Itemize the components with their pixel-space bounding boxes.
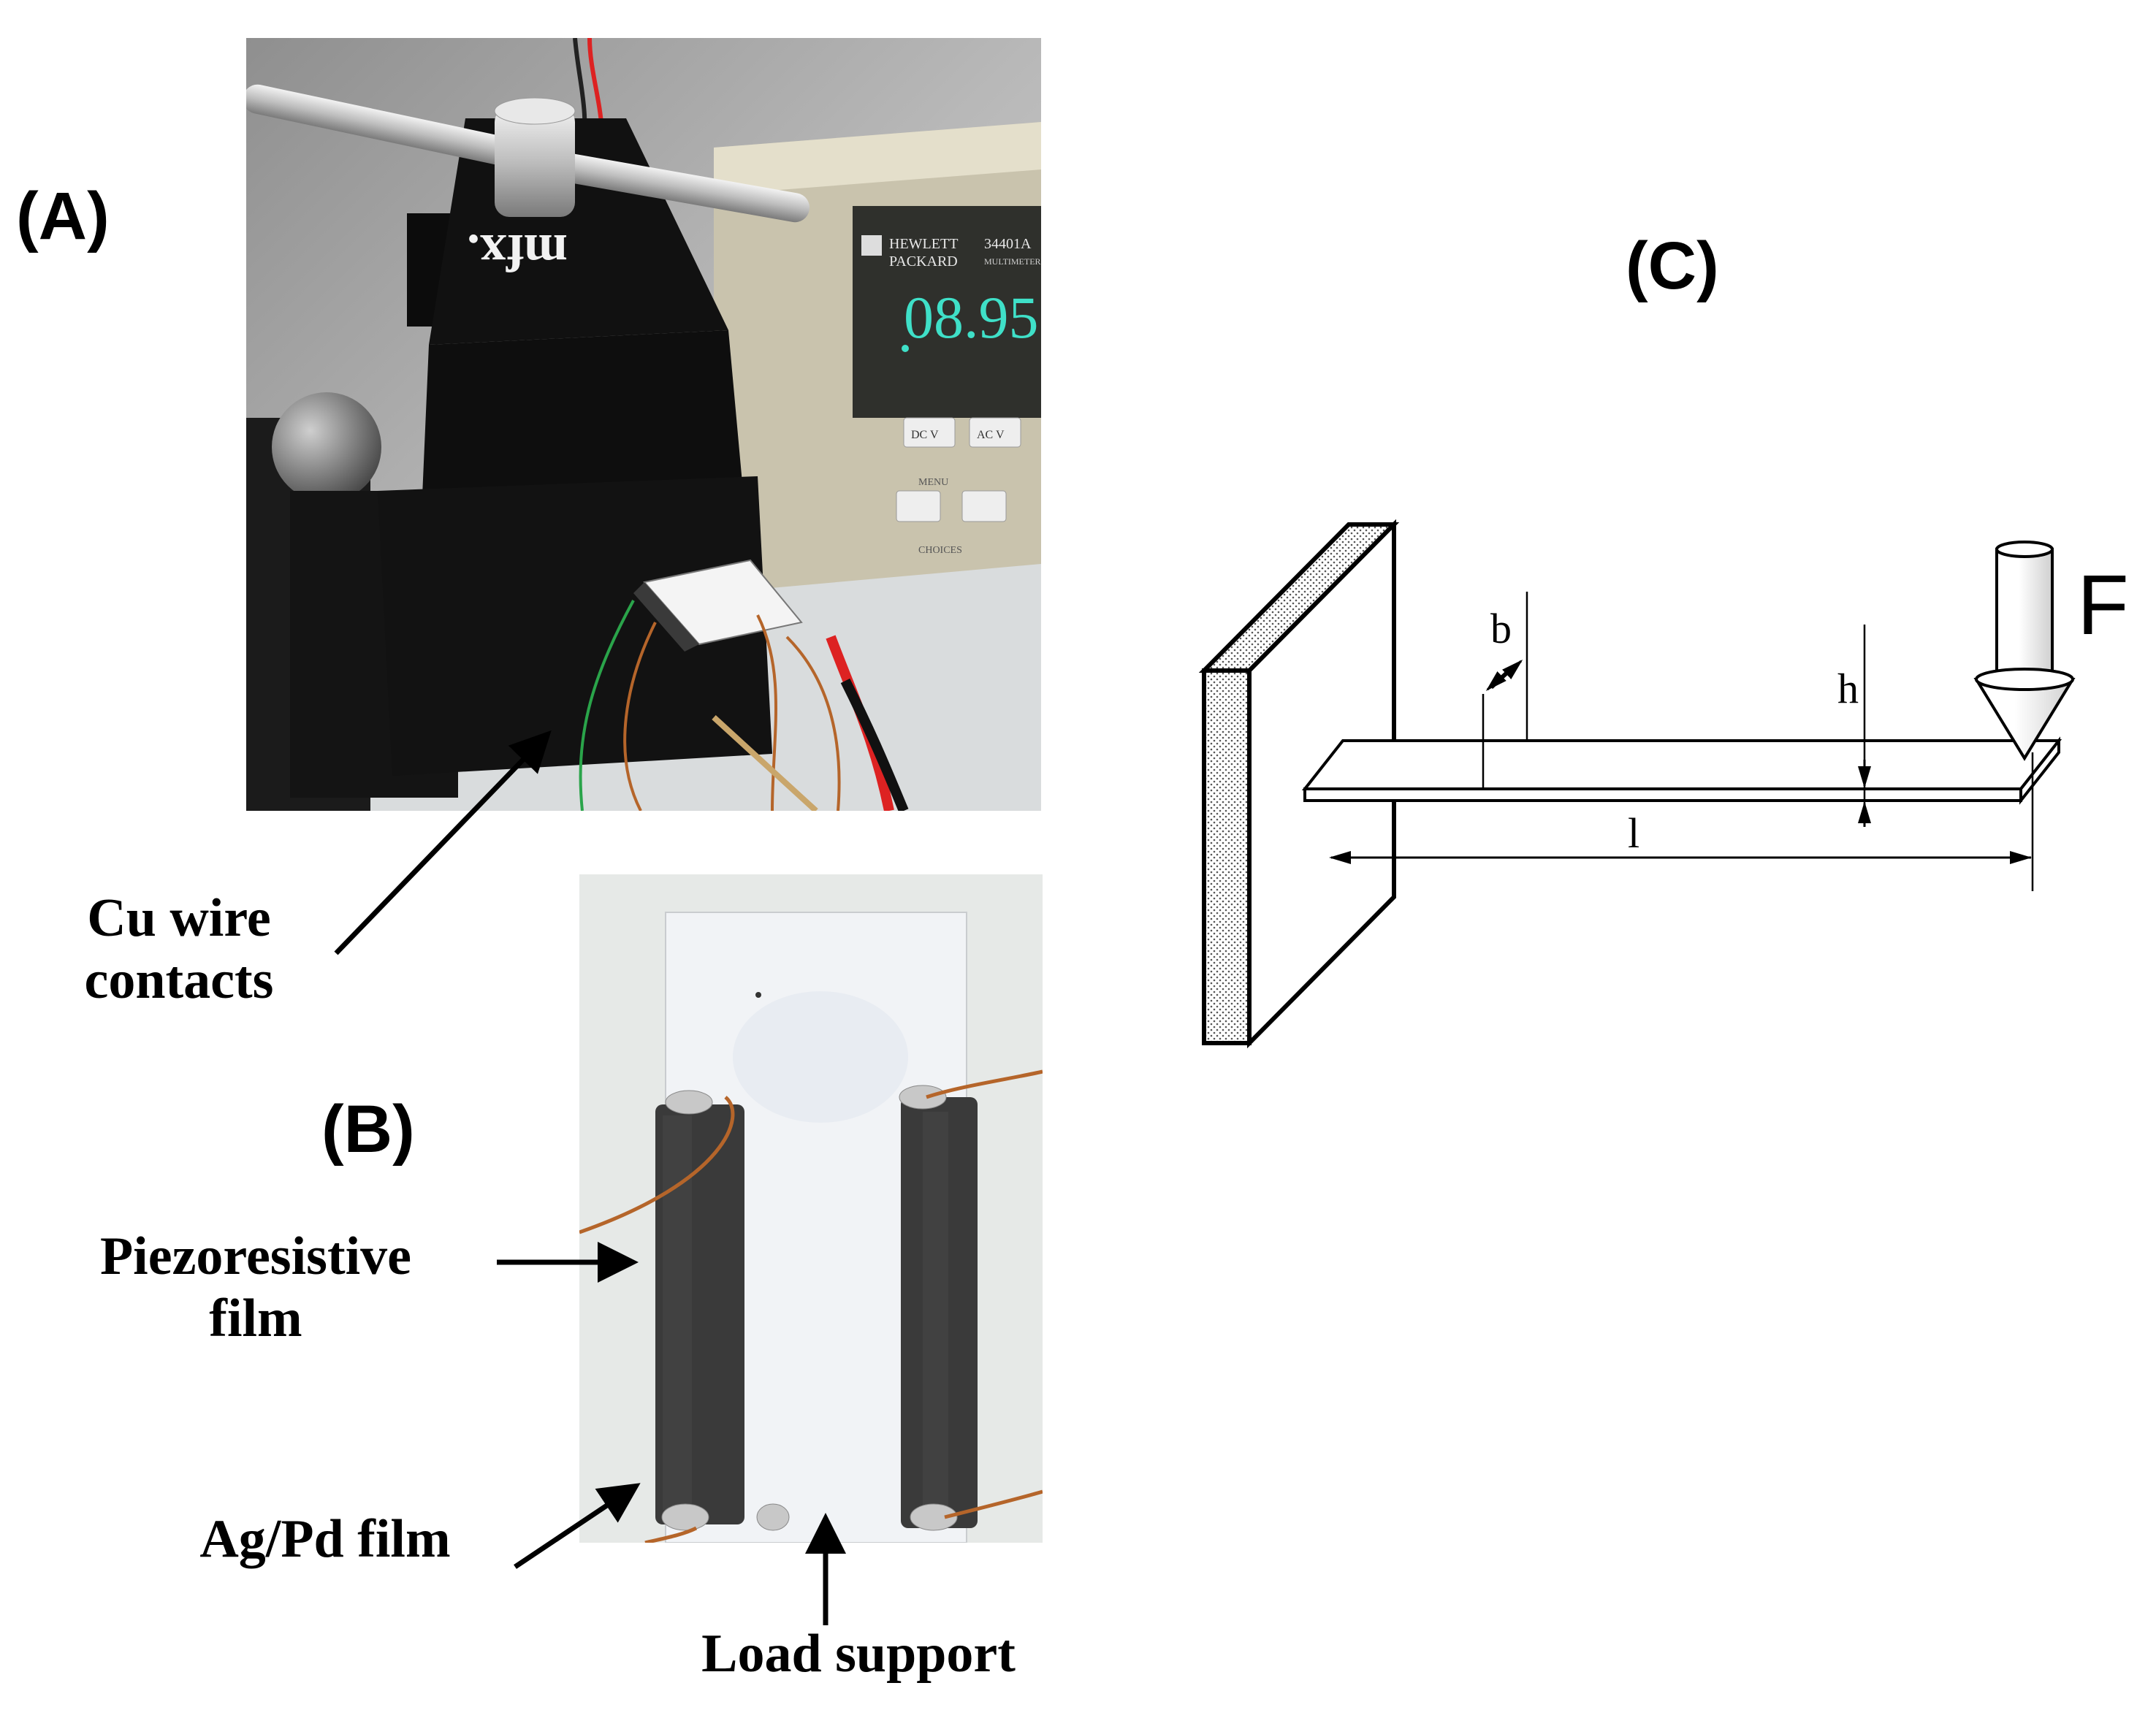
dim-label-l: l — [1628, 809, 1639, 857]
label-agpd-film: Ag/Pd film — [199, 1509, 451, 1569]
panel-label-b: (B) — [321, 1092, 415, 1167]
force-indenter-arrow — [1973, 541, 2076, 761]
dimension-l: l — [1329, 752, 2034, 891]
label-cu-wire-line2: contacts — [84, 950, 274, 1011]
meter-model-text: 34401A — [984, 236, 1032, 252]
svg-text:MENU: MENU — [918, 477, 948, 488]
dimension-h: h — [1837, 625, 1871, 827]
clamp-logo: mfx. — [467, 224, 568, 282]
photo-a-clamp-setup: HEWLETT PACKARD 34401A MULTIMETER 08.95 … — [243, 37, 1041, 813]
meter-buttons: DC V AC V MENU CHOICES — [896, 417, 1021, 556]
meter-brand-text-2: PACKARD — [889, 253, 958, 270]
meter-brand-text: HEWLETT — [889, 236, 958, 252]
svg-text:AC V: AC V — [977, 429, 1005, 441]
label-piezo-line1: Piezoresistive — [99, 1226, 411, 1286]
svg-text:DC V: DC V — [911, 429, 939, 441]
photo-b-sensor — [579, 874, 1043, 1545]
panel-label-a: (A) — [16, 179, 110, 253]
dim-label-b: b — [1490, 605, 1512, 652]
label-load-support: Load support — [701, 1624, 1016, 1684]
label-piezoresistive-film: Piezoresistive film — [58, 1226, 453, 1350]
force-label-F: F — [2077, 557, 2129, 652]
cantilever-beam — [1301, 736, 2062, 805]
meter-reading: 08.95 — [904, 284, 1039, 351]
panel-label-c: (C) — [1626, 229, 1719, 303]
meter-type-text: MULTIMETER — [984, 256, 1041, 267]
dimension-b: b — [1482, 592, 1528, 789]
label-cu-wire-contacts: Cu wire contacts — [58, 888, 300, 1012]
dim-label-h: h — [1837, 665, 1859, 712]
svg-text:CHOICES: CHOICES — [918, 545, 962, 556]
label-cu-wire-line1: Cu wire — [87, 888, 271, 948]
label-piezo-line2: film — [209, 1289, 302, 1349]
